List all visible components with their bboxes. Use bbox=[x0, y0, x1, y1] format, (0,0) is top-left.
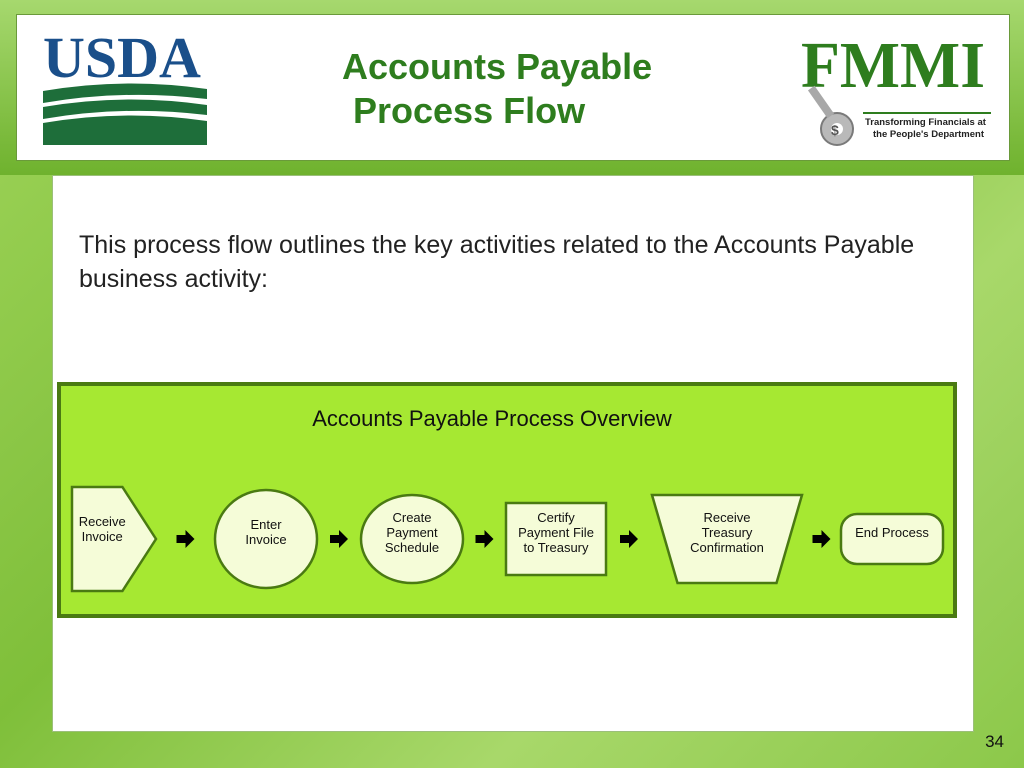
flow-arrow-icon bbox=[620, 530, 638, 548]
page-title-line-2: Process Flow bbox=[353, 90, 586, 131]
process-overview-panel: Accounts Payable Process Overview Receiv… bbox=[57, 382, 957, 618]
node-certify-payment-file bbox=[504, 501, 608, 577]
node-label-line: Receive bbox=[78, 514, 126, 529]
page-number: 34 bbox=[985, 732, 1004, 751]
node-label-line: Invoice bbox=[245, 532, 287, 547]
fmmi-tagline-line-1: Transforming Financials at bbox=[865, 117, 987, 128]
node-label-line: End Process bbox=[855, 524, 929, 540]
node-label-line: Confirmation bbox=[690, 539, 764, 555]
page-title-line-1: Accounts Payable bbox=[342, 46, 653, 87]
node-label-line: Invoice bbox=[81, 529, 123, 544]
slide-header: USDA Accounts Payable Process Flow FMMI … bbox=[16, 14, 1010, 161]
flow-arrow-icon bbox=[330, 530, 348, 548]
node-receive-treasury-confirmation bbox=[650, 493, 804, 585]
intro-text: This process flow outlines the key activ… bbox=[79, 231, 915, 293]
flow-arrow-icon bbox=[812, 530, 831, 548]
flow-arrow-icon bbox=[475, 530, 494, 548]
node-label-line: to Treasury bbox=[523, 539, 589, 555]
page-title: Accounts Payable Process Flow bbox=[267, 45, 757, 133]
node-end-process bbox=[839, 512, 945, 566]
node-label-line: Schedule bbox=[384, 539, 440, 555]
fmmi-tagline-line-2: the People's Department bbox=[873, 129, 985, 140]
node-label-line: Create bbox=[392, 509, 432, 525]
svg-text:$: $ bbox=[831, 122, 839, 138]
process-flow-diagram bbox=[70, 485, 945, 593]
node-label-line: Certify bbox=[537, 509, 575, 525]
node-label-line: Payment File bbox=[518, 524, 594, 540]
diagram-title: Accounts Payable Process Overview bbox=[312, 406, 672, 431]
node-enter-invoice bbox=[213, 488, 319, 590]
usda-logo: USDA bbox=[43, 27, 207, 145]
node-receive-invoice bbox=[70, 485, 158, 593]
node-label-line: Treasury bbox=[701, 524, 753, 540]
node-label-end-process: End Process bbox=[844, 525, 940, 540]
node-create-payment-schedule bbox=[359, 493, 465, 585]
fmmi-logo-text: FMMI bbox=[801, 29, 985, 102]
node-label-line: Payment bbox=[386, 524, 438, 540]
flow-arrow-icon bbox=[176, 530, 195, 548]
key-icon: $ bbox=[807, 85, 854, 146]
usda-logo-text: USDA bbox=[43, 27, 201, 90]
node-label-line: Receive bbox=[703, 509, 751, 525]
fmmi-logo: FMMI $ Transforming Financials at the Pe… bbox=[801, 29, 991, 146]
node-label-line: Enter bbox=[250, 517, 282, 532]
